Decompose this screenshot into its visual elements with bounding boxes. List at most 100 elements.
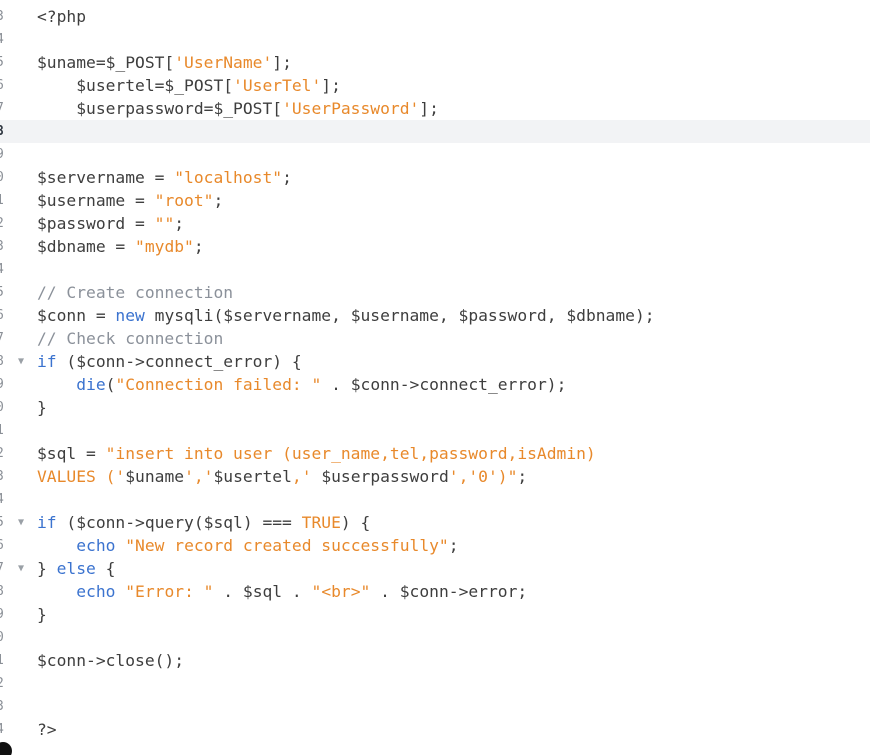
code-line[interactable]: 5$uname=$_POST['UserName']; [0,51,870,74]
code-line[interactable]: 7▼} else { [0,557,870,580]
code-line[interactable]: 1 $username = "root"; [0,189,870,212]
code-token [37,536,76,555]
code-line[interactable]: 6$conn = new mysqli($servername, $userna… [0,304,870,327]
fold-toggle-icon[interactable]: ▼ [18,563,25,574]
code-token: ($conn->query($sql) === [56,513,302,532]
line-gutter: 4 [0,28,32,51]
code-token: if [37,513,57,532]
code-token: } [37,398,47,417]
line-code: $conn->close(); [37,649,184,672]
code-token: $usertel [213,467,292,486]
code-line[interactable]: 0 [0,626,870,649]
code-line[interactable]: 7 $userpassword=$_POST['UserPassword']; [0,97,870,120]
code-token: ','0')" [448,467,518,486]
line-gutter: 3 [0,5,32,28]
line-gutter: 2 [0,212,32,235]
code-token: ,' [291,467,322,486]
code-line[interactable]: 1 $conn->close(); [0,649,870,672]
code-token: $conn->close(); [37,651,185,670]
code-line[interactable]: 0} [0,396,870,419]
line-gutter: 2 [0,442,32,465]
line-number: 0 [0,626,4,649]
line-gutter: 1 [0,419,32,442]
code-line[interactable]: 8▼if ($conn->connect_error) { [0,350,870,373]
code-line[interactable]: 4 ?> [0,718,870,741]
code-line[interactable]: card [0,0,870,5]
line-number: 6 [0,304,4,327]
line-number: 3 [0,235,4,258]
fold-toggle-icon[interactable]: ▼ [18,517,25,528]
mouse-cursor-icon [0,742,12,755]
code-line[interactable]: 9} [0,603,870,626]
code-token: 'UserTel' [233,76,322,95]
line-number: 1 [0,419,4,442]
code-token: die [76,375,106,394]
code-line[interactable]: 8 echo "Error: " . $sql . "<br>" . $conn… [0,580,870,603]
line-code: } [37,603,47,626]
code-line[interactable]: 8 [0,120,870,143]
code-token: "root" [154,191,214,210]
code-line[interactable]: 2 [0,672,870,695]
line-gutter: 9 [0,373,32,396]
line-number: 5 [0,51,4,74]
line-code: <?php [37,5,86,28]
code-line[interactable]: 5 // Create connection [0,281,870,304]
code-token: VALUES (' [37,467,126,486]
line-code: $userpassword=$_POST['UserPassword']; [37,97,439,120]
code-token: // Check connection [37,329,224,348]
code-token: } [37,559,57,578]
line-gutter: 6 [0,74,32,97]
code-token: ) { [340,513,371,532]
line-number: 9 [0,373,4,396]
code-line[interactable]: 3 [0,695,870,718]
line-gutter: 7 [0,327,32,350]
code-token: ; [193,237,204,256]
line-gutter: 7▼ [0,557,32,580]
code-line[interactable]: 9 die("Connection failed: " . $conn->con… [0,373,870,396]
code-line[interactable]: 2$password = ""; [0,212,870,235]
code-token: echo [76,536,116,555]
code-line[interactable]: 1 [0,419,870,442]
line-code: // Create connection [37,281,233,304]
line-gutter: 4 [0,718,32,741]
code-line[interactable]: 3$dbname = "mydb"; [0,235,870,258]
code-line[interactable]: 9 [0,143,870,166]
line-gutter: 5 [0,281,32,304]
line-code: card [37,0,96,5]
code-line[interactable]: 3VALUES ('$uname','$usertel,' $userpassw… [0,465,870,488]
line-number: 5 [0,281,4,304]
line-number: 1 [0,649,4,672]
code-line[interactable]: 5▼if ($conn->query($sql) === TRUE) { [0,511,870,534]
line-gutter: 9 [0,603,32,626]
code-token: else [56,559,96,578]
code-line[interactable]: 4 [0,28,870,51]
code-line[interactable]: 6 $usertel=$_POST['UserTel']; [0,74,870,97]
code-token: . $conn->connect_error); [321,375,567,394]
code-token: } [37,605,47,624]
line-code: $usertel=$_POST['UserTel']; [37,74,341,97]
line-code: die("Connection failed: " . $conn->conne… [37,373,566,396]
line-gutter: 1 [0,189,32,212]
code-token: ]; [272,53,292,72]
code-token: ( [105,375,116,394]
code-line[interactable]: 3 <?php [0,5,870,28]
line-gutter: 5▼ [0,511,32,534]
code-line[interactable]: 4 [0,488,870,511]
code-line[interactable]: 4 [0,258,870,281]
code-line[interactable]: 0$servername = "localhost"; [0,166,870,189]
code-token: ?> [37,720,57,739]
code-token: echo [76,582,116,601]
code-line[interactable]: 7 // Check connection [0,327,870,350]
line-number: 8 [0,580,4,603]
fold-toggle-icon[interactable]: ▼ [18,356,25,367]
line-number: 6 [0,74,4,97]
code-line[interactable]: 6 echo "New record created successfully"… [0,534,870,557]
line-code: $sql = "insert into user (user_name,tel,… [37,442,596,465]
code-token: ; [213,191,224,210]
code-token: "mydb" [135,237,194,256]
code-token: <?php [37,7,87,26]
code-token: $username = [37,191,155,210]
code-line[interactable]: 2$sql = "insert into user (user_name,tel… [0,442,870,465]
